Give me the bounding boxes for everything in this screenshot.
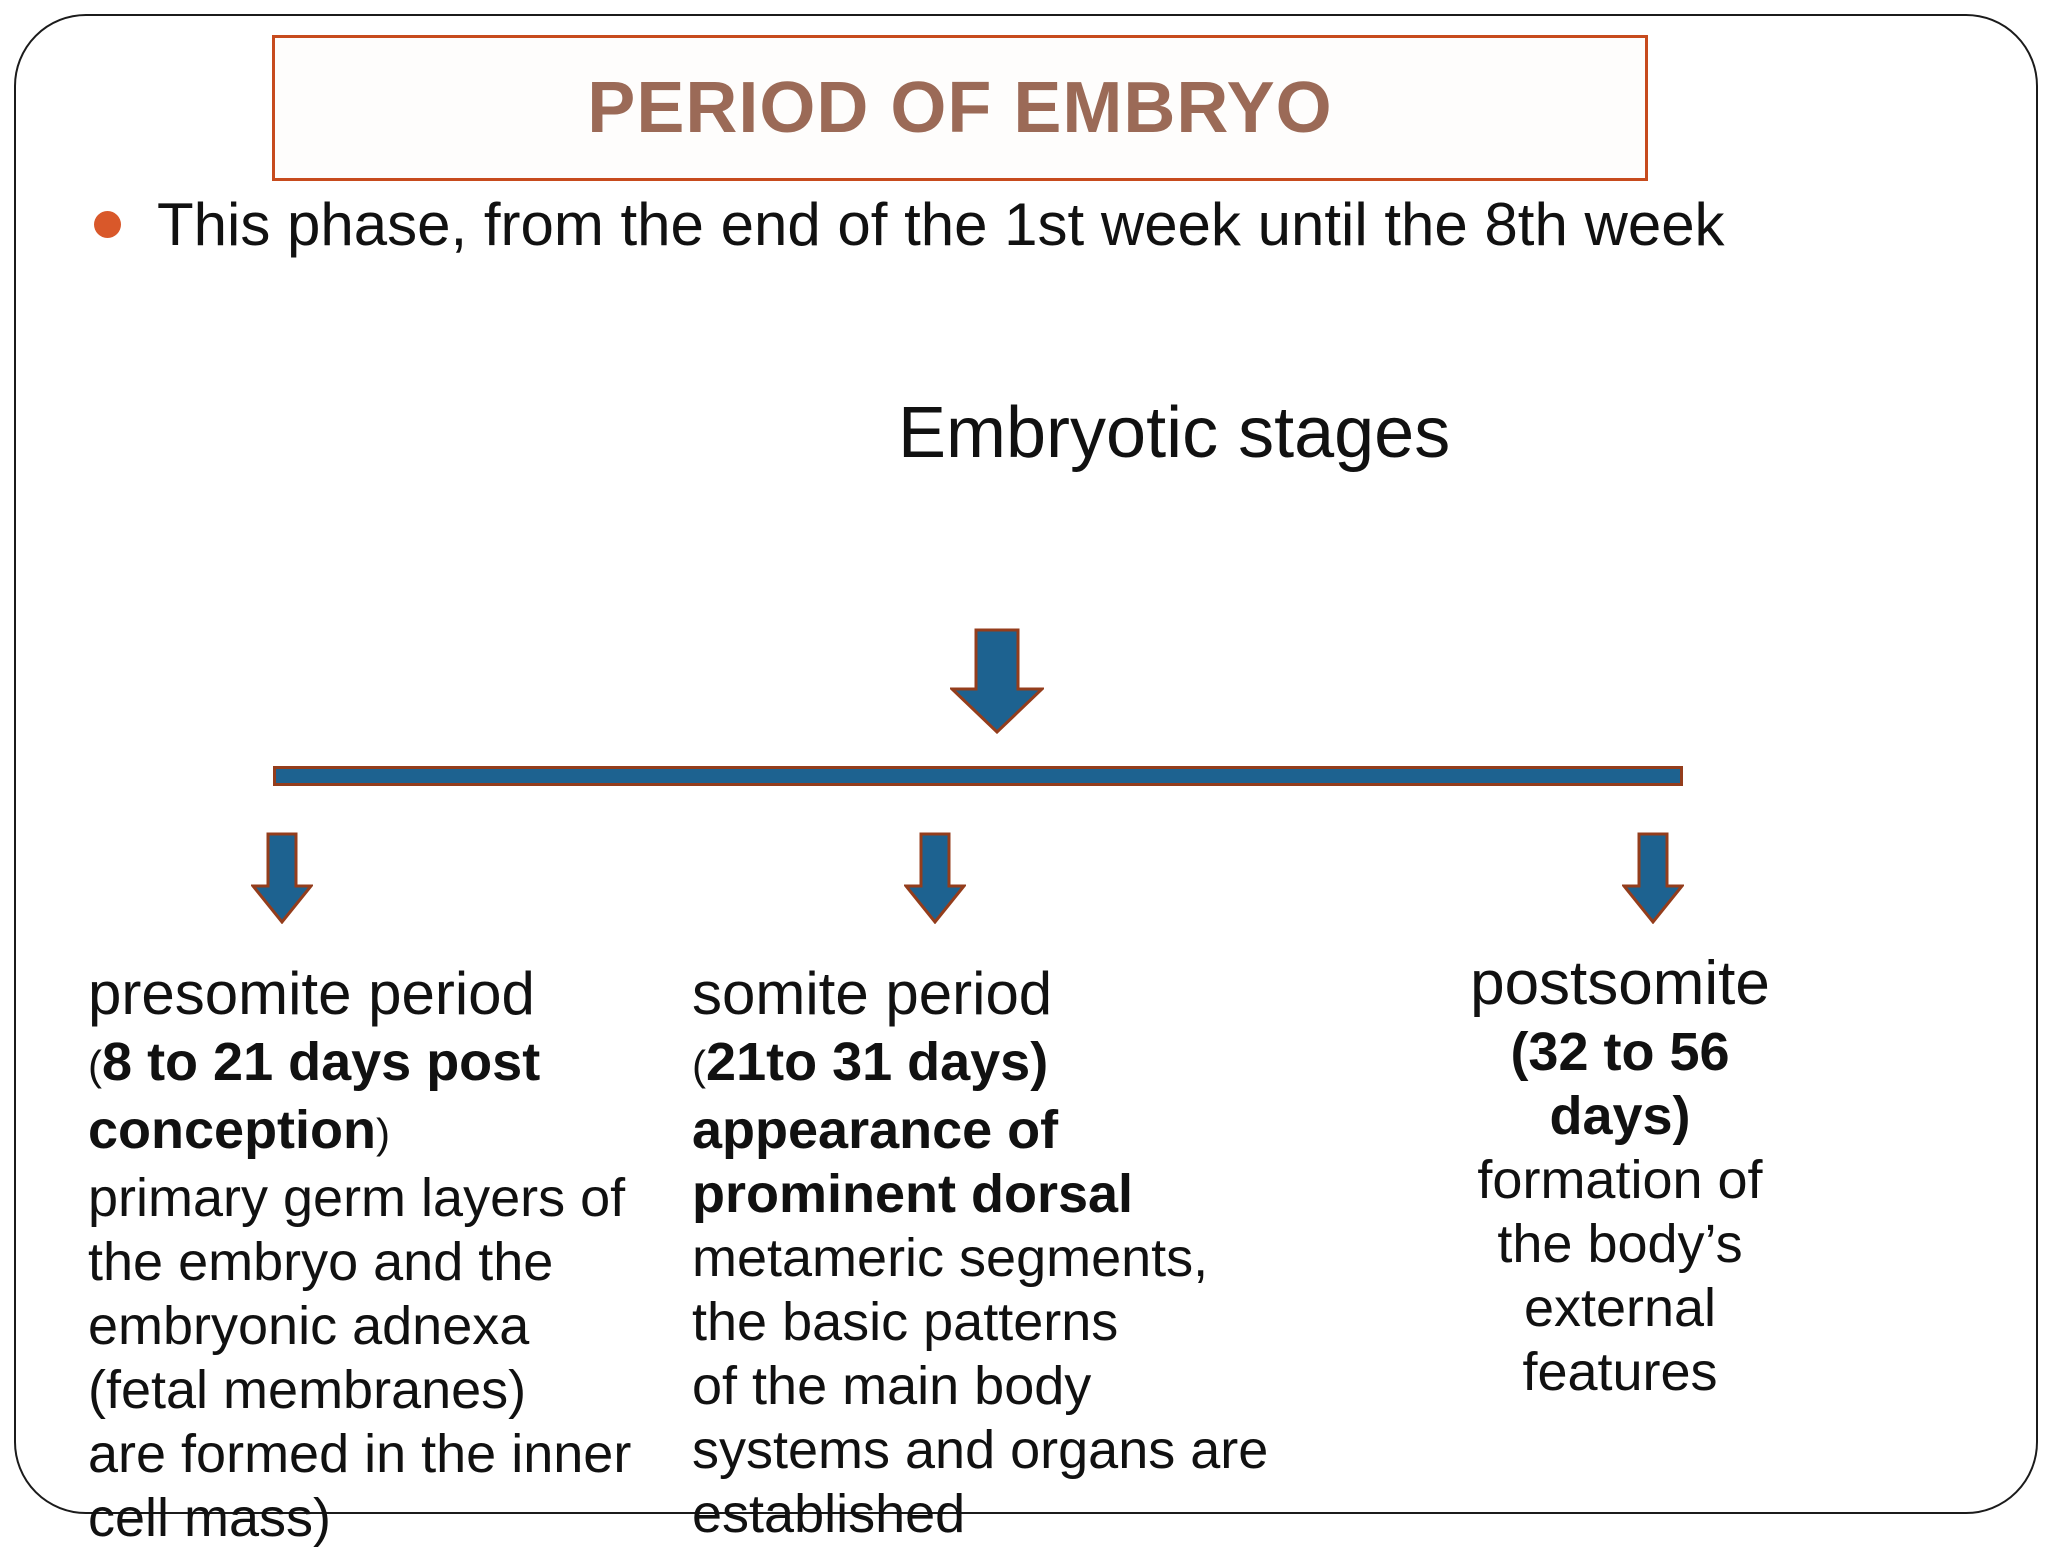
description-line: of the main body	[692, 1356, 1092, 1416]
description-line: the basic patterns	[692, 1292, 1119, 1352]
description-line: the embryo and the	[88, 1232, 554, 1292]
description-line: systems and organs are	[692, 1420, 1269, 1480]
down-arrow-icon	[904, 832, 966, 924]
description-line: embryonic adnexa	[88, 1296, 530, 1356]
description-line: the body’s	[1497, 1214, 1743, 1274]
description-line: metameric segments,	[692, 1228, 1209, 1288]
branch-duration: (21to 31 days)	[692, 1030, 1272, 1098]
branch-duration: conception)	[88, 1098, 648, 1166]
bullet-text: This phase, from the end of the 1st week…	[157, 191, 1725, 258]
branch-duration: days)	[1549, 1086, 1691, 1146]
branch-duration: (8 to 21 days post	[88, 1030, 648, 1098]
paren-open: (	[88, 1042, 103, 1089]
duration-bold: conception	[88, 1100, 377, 1160]
big-down-arrow-icon	[950, 628, 1044, 734]
description-line: are formed in the inner	[88, 1424, 632, 1484]
duration-bold: 21to 31 days)	[706, 1032, 1049, 1092]
description-line: formation of	[1477, 1150, 1763, 1210]
branch-postsomite: postsomite (32 to 56 days) formation of …	[1420, 948, 1820, 1404]
page-title: PERIOD OF EMBRYO	[587, 68, 1333, 148]
branch-duration: (32 to 56	[1510, 1022, 1730, 1082]
description-line: (fetal membranes)	[88, 1360, 527, 1420]
branch-bold-line: prominent dorsal	[692, 1164, 1134, 1224]
description-line: primary germ layers of	[88, 1168, 626, 1228]
paren-close: )	[376, 1110, 391, 1157]
down-arrow-icon	[251, 832, 313, 924]
diagram-heading: Embryotic stages	[898, 393, 1451, 473]
description-line: cell mass)	[88, 1488, 332, 1548]
branch-heading: somite period	[692, 960, 1053, 1027]
timeline-bar	[273, 766, 1683, 786]
branch-heading: postsomite	[1470, 949, 1770, 1018]
slide-frame	[14, 14, 2038, 1514]
bullet-item: This phase, from the end of the 1st week…	[90, 192, 1990, 258]
branch-heading: presomite period	[88, 960, 535, 1027]
down-arrow-icon	[1622, 832, 1684, 924]
branch-somite: somite period (21to 31 days) appearance …	[692, 958, 1272, 1546]
title-box: PERIOD OF EMBRYO	[272, 35, 1648, 181]
branch-bold-line: appearance of	[692, 1100, 1059, 1160]
bullet-icon	[94, 211, 121, 238]
description-line: features	[1522, 1342, 1718, 1402]
description-line: external	[1523, 1278, 1717, 1338]
description-line: established	[692, 1484, 966, 1544]
duration-bold: 8 to 21 days post	[102, 1032, 541, 1092]
branch-presomite: presomite period (8 to 21 days post conc…	[88, 958, 648, 1550]
paren-open: (	[692, 1042, 707, 1089]
